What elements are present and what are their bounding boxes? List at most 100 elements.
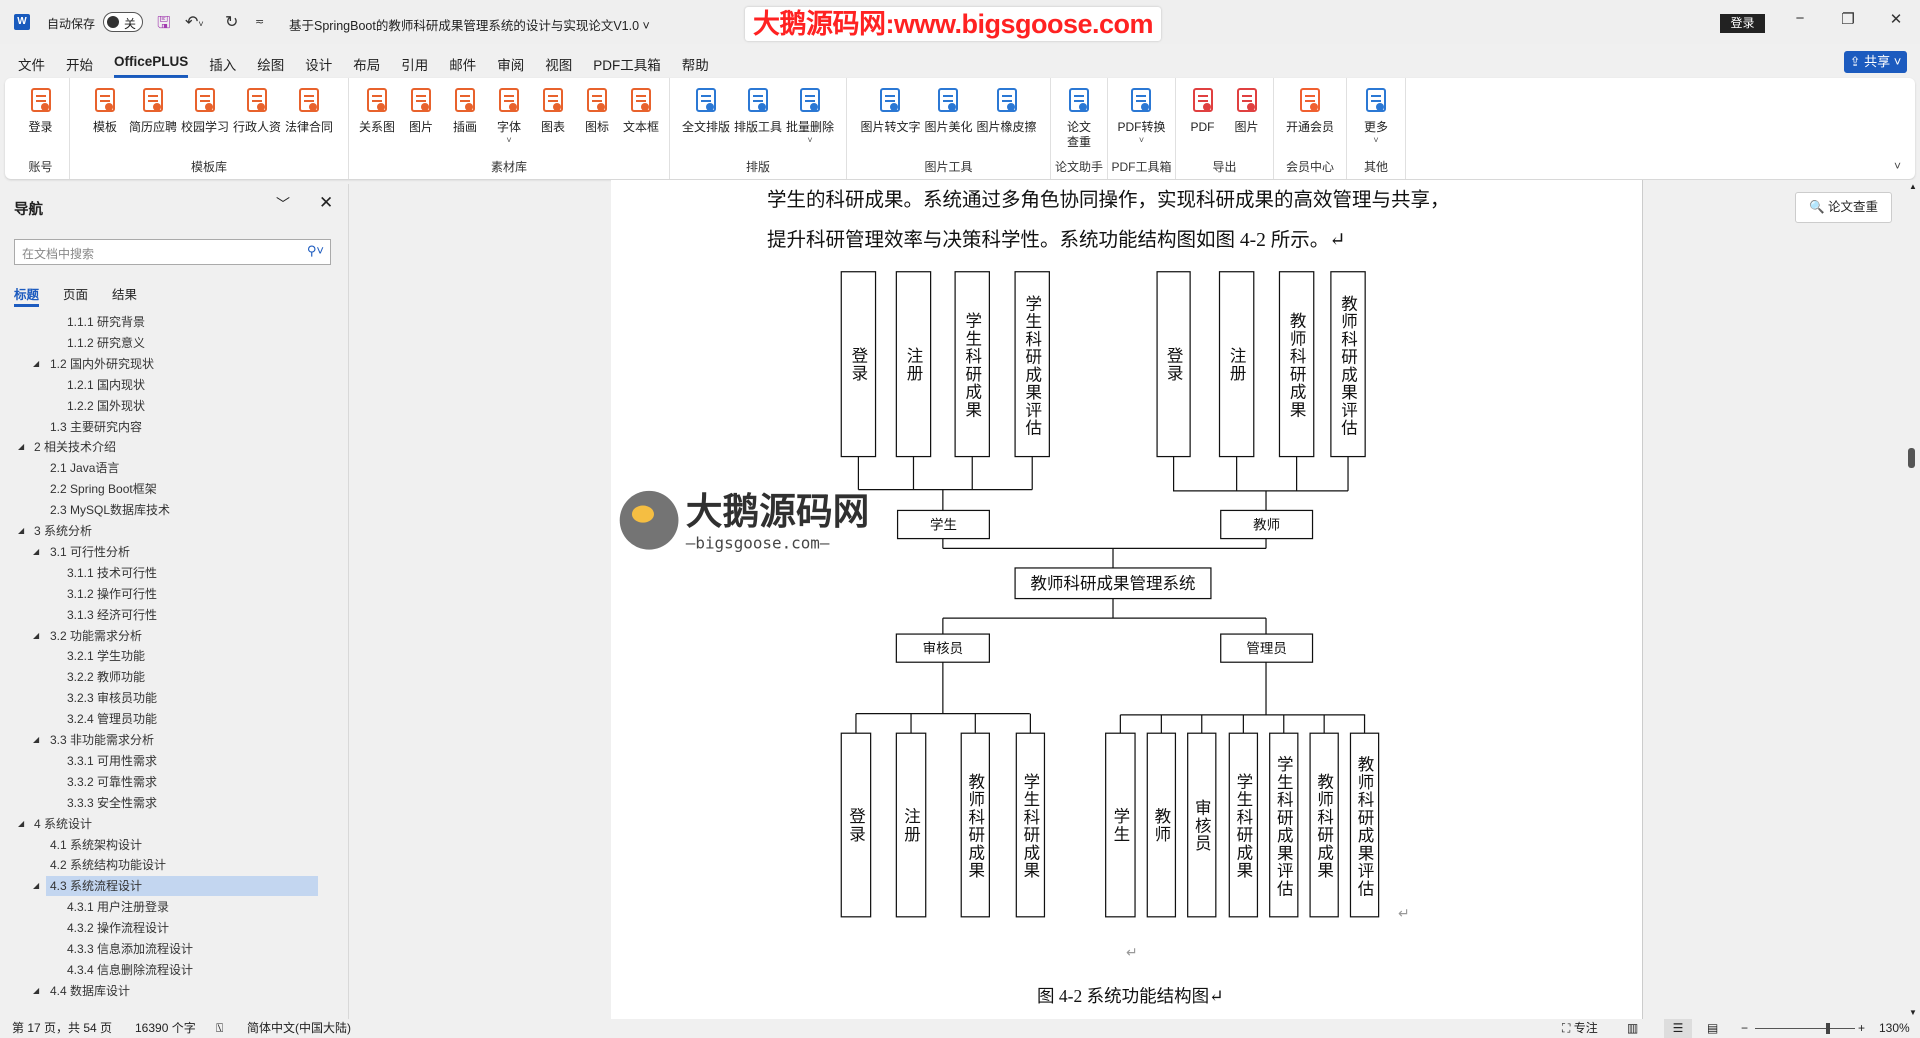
- scroll-up-icon[interactable]: ▲: [1909, 182, 1917, 191]
- ribbon-button[interactable]: 简历应聘: [129, 86, 177, 179]
- document-title[interactable]: 基于SpringBoot的教师科研成果管理系统的设计与实现论文V1.0 ˅: [289, 19, 650, 33]
- web-layout-icon[interactable]: ▤: [1707, 1021, 1719, 1035]
- expand-triangle-icon[interactable]: ◢: [18, 526, 25, 535]
- nav-heading-item[interactable]: 1.1.2 研究意义: [67, 333, 145, 353]
- restore-icon[interactable]: ❐: [1841, 11, 1855, 28]
- menu-tab[interactable]: 设计: [305, 58, 333, 73]
- nav-tab-results[interactable]: 结果: [112, 288, 138, 302]
- nav-tab-pages[interactable]: 页面: [63, 288, 89, 302]
- ribbon-button[interactable]: 文本框: [621, 86, 661, 179]
- nav-heading-item[interactable]: 3.1.3 经济可行性: [67, 605, 157, 625]
- ribbon-button[interactable]: 校园学习: [181, 86, 229, 179]
- nav-heading-item[interactable]: 3.3.1 可用性需求: [67, 751, 157, 771]
- ribbon-button[interactable]: 法律合同: [285, 86, 333, 179]
- word-count[interactable]: 16390 个字: [135, 1021, 196, 1035]
- ribbon-button[interactable]: 全文排版: [682, 86, 730, 179]
- expand-triangle-icon[interactable]: ◢: [33, 358, 40, 368]
- close-icon[interactable]: ✕: [1889, 11, 1903, 28]
- expand-triangle-icon[interactable]: ◢: [18, 442, 25, 452]
- ribbon-button[interactable]: 登录: [21, 86, 61, 179]
- nav-heading-item[interactable]: 3.1.1 技术可行性: [67, 563, 157, 583]
- menu-tab[interactable]: 插入: [209, 58, 237, 73]
- minimize-icon[interactable]: −: [1795, 10, 1805, 27]
- nav-heading-item[interactable]: 4.3.4 信息删除流程设计: [67, 960, 193, 980]
- menu-tab[interactable]: 绘图: [257, 58, 285, 73]
- nav-heading-item[interactable]: 1.1.1 研究背景: [67, 312, 145, 332]
- nav-tab-headings[interactable]: 标题: [14, 284, 40, 307]
- expand-triangle-icon[interactable]: ◢: [33, 881, 40, 891]
- page-count[interactable]: 第 17 页，共 54 页: [12, 1021, 113, 1035]
- nav-search-input[interactable]: 在文档中搜索⚲˅: [14, 239, 331, 265]
- close-icon[interactable]: ✕: [319, 193, 334, 212]
- menu-tab[interactable]: 邮件: [449, 58, 477, 73]
- nav-heading-item[interactable]: 1.2.1 国内现状: [67, 375, 145, 395]
- nav-heading-item[interactable]: 4.3.2 操作流程设计: [67, 918, 169, 938]
- zoom-level[interactable]: 130%: [1879, 1021, 1910, 1035]
- ribbon-button[interactable]: 图片美化: [924, 86, 973, 179]
- nav-heading-item[interactable]: 2.2 Spring Boot框架: [50, 479, 157, 499]
- share-button[interactable]: ⇪ 共享 ˅: [1844, 51, 1907, 73]
- nav-heading-item[interactable]: 3.2.4 管理员功能: [67, 709, 157, 729]
- expand-triangle-icon[interactable]: ◢: [33, 630, 40, 640]
- ribbon-button[interactable]: PDF转换˅: [1117, 86, 1166, 179]
- nav-heading-item[interactable]: 3.2 功能需求分析: [50, 626, 142, 646]
- scroll-down-icon[interactable]: ▼: [1909, 1008, 1917, 1017]
- ribbon-button[interactable]: 行政人资: [233, 86, 281, 179]
- ribbon-button[interactable]: 图标: [577, 86, 617, 179]
- print-layout-icon[interactable]: ☰: [1664, 1019, 1692, 1038]
- nav-heading-item[interactable]: 4.2 系统结构功能设计: [50, 855, 166, 875]
- nav-heading-item[interactable]: 3.2.3 审核员功能: [67, 688, 157, 708]
- ribbon-button[interactable]: 图片转文字: [860, 86, 920, 179]
- menu-tab[interactable]: 审阅: [497, 58, 525, 73]
- nav-heading-item[interactable]: 4.1 系统架构设计: [50, 835, 142, 855]
- nav-heading-item[interactable]: 1.2 国内外研究现状: [50, 354, 154, 374]
- expand-triangle-icon[interactable]: ◢: [33, 985, 40, 995]
- undo-icon[interactable]: ↶˅: [185, 14, 204, 31]
- nav-heading-item[interactable]: 3.3.3 安全性需求: [67, 793, 157, 813]
- ribbon-button[interactable]: 批量删除˅: [786, 86, 834, 179]
- nav-heading-item[interactable]: 4 系统设计: [34, 814, 92, 834]
- zoom-slider-thumb[interactable]: [1826, 1023, 1831, 1034]
- focus-mode-button[interactable]: ⛶ 专注: [1562, 1021, 1598, 1035]
- nav-heading-item[interactable]: 3.3.2 可靠性需求: [67, 772, 157, 792]
- read-mode-icon[interactable]: ▥: [1627, 1021, 1639, 1035]
- ribbon-button[interactable]: 插画: [445, 86, 485, 179]
- nav-heading-item[interactable]: 2.1 Java语言: [50, 458, 119, 478]
- nav-heading-item[interactable]: 3 系统分析: [34, 521, 92, 541]
- proofing-icon[interactable]: ⍂: [216, 1021, 224, 1035]
- ribbon-button[interactable]: 图片: [401, 86, 441, 179]
- zoom-slider[interactable]: [1755, 1028, 1855, 1029]
- ribbon-button[interactable]: 字体˅: [489, 86, 529, 179]
- customize-toolbar-icon[interactable]: ≂: [255, 16, 265, 28]
- nav-heading-item[interactable]: 3.3 非功能需求分析: [50, 730, 154, 750]
- redo-icon[interactable]: ↻: [225, 14, 239, 31]
- menu-tab[interactable]: 视图: [545, 58, 573, 73]
- expand-triangle-icon[interactable]: ◢: [33, 546, 40, 556]
- save-icon[interactable]: 🖫: [157, 15, 171, 32]
- scrollbar-thumb[interactable]: [1908, 448, 1915, 468]
- menu-tab[interactable]: 布局: [353, 58, 381, 73]
- nav-heading-item[interactable]: 4.3.1 用户注册登录: [67, 897, 169, 917]
- chevron-down-icon[interactable]: ﹀: [276, 196, 290, 212]
- ribbon-button[interactable]: 关系图: [357, 86, 397, 179]
- ribbon-button[interactable]: 排版工具: [734, 86, 782, 179]
- nav-heading-item[interactable]: 1.2.2 国外现状: [67, 396, 145, 416]
- ribbon-button[interactable]: 图表: [533, 86, 573, 179]
- menu-tab[interactable]: 引用: [401, 58, 429, 73]
- autosave-toggle[interactable]: 关: [103, 12, 143, 32]
- login-button[interactable]: 登录: [1720, 14, 1765, 33]
- menu-tab[interactable]: 帮助: [681, 58, 709, 73]
- nav-heading-item[interactable]: 2 相关技术介绍: [34, 437, 116, 457]
- language[interactable]: 简体中文(中国大陆): [247, 1021, 351, 1035]
- expand-triangle-icon[interactable]: ◢: [18, 818, 25, 828]
- nav-heading-item[interactable]: 4.3 系统流程设计: [46, 876, 318, 897]
- nav-heading-item[interactable]: 1.3 主要研究内容: [50, 417, 142, 437]
- zoom-out-button[interactable]: −: [1741, 1021, 1749, 1035]
- ribbon-button[interactable]: 图片: [1227, 86, 1267, 179]
- ribbon-button[interactable]: 论文查重: [1059, 86, 1099, 179]
- plagiarism-check-button[interactable]: 🔍 论文查重: [1795, 192, 1892, 223]
- ribbon-collapse-icon[interactable]: ˅: [1893, 159, 1901, 173]
- nav-heading-item[interactable]: 3.2.2 教师功能: [67, 667, 145, 687]
- nav-heading-item[interactable]: 3.2.1 学生功能: [67, 646, 145, 666]
- expand-triangle-icon[interactable]: ◢: [33, 735, 40, 744]
